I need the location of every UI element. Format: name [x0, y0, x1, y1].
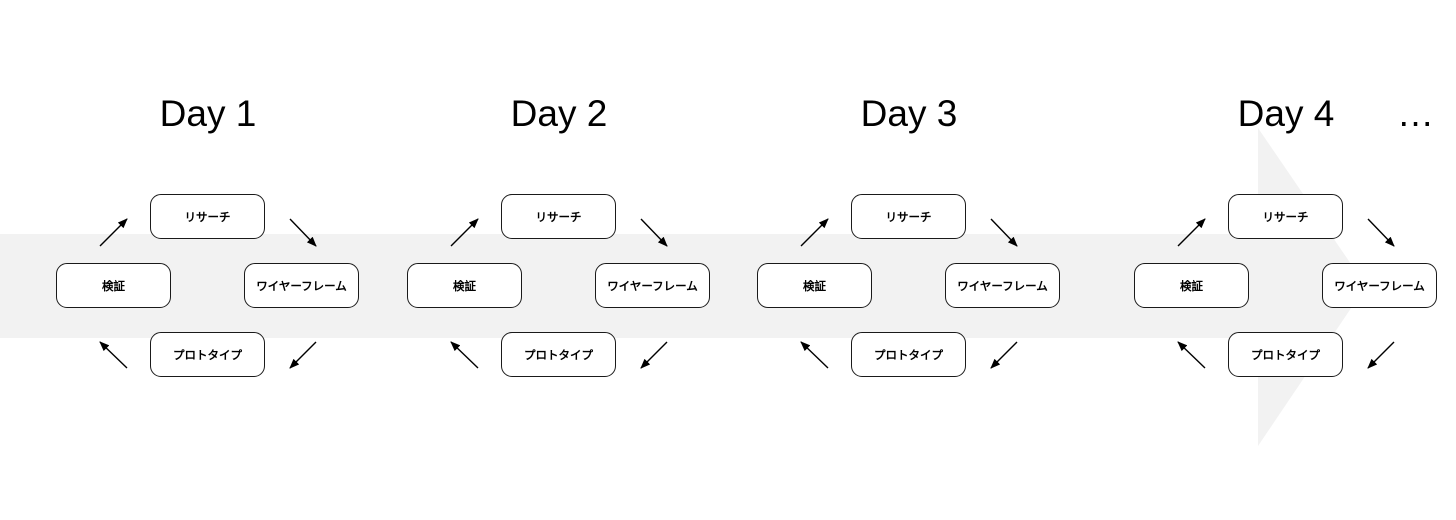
day-1-title: Day 1	[159, 93, 257, 134]
day-1-verify-node: 検証	[56, 263, 171, 308]
day-3-title: Day 3	[860, 93, 958, 134]
day-4-wireframe-node: ワイヤーフレーム	[1322, 263, 1437, 308]
day-2-title: Day 2	[510, 93, 608, 134]
day-3-prototype-node: プロトタイプ	[851, 332, 966, 377]
day-2-wireframe-node: ワイヤーフレーム	[595, 263, 710, 308]
day-4-title: Day 4	[1237, 93, 1335, 134]
day-1-research-node: リサーチ	[150, 194, 265, 239]
day-1-wireframe-node: ワイヤーフレーム	[244, 263, 359, 308]
day-2-research-node: リサーチ	[501, 194, 616, 239]
day-4-research-node: リサーチ	[1228, 194, 1343, 239]
day-3-verify-node: 検証	[757, 263, 872, 308]
day-2-verify-node: 検証	[407, 263, 522, 308]
day-1-prototype-node: プロトタイプ	[150, 332, 265, 377]
day-3-wireframe-node: ワイヤーフレーム	[945, 263, 1060, 308]
day-3-research-node: リサーチ	[851, 194, 966, 239]
day-4-prototype-node: プロトタイプ	[1228, 332, 1343, 377]
day-2-prototype-node: プロトタイプ	[501, 332, 616, 377]
continuation-ellipsis: …	[1397, 93, 1434, 134]
day-4-verify-node: 検証	[1134, 263, 1249, 308]
